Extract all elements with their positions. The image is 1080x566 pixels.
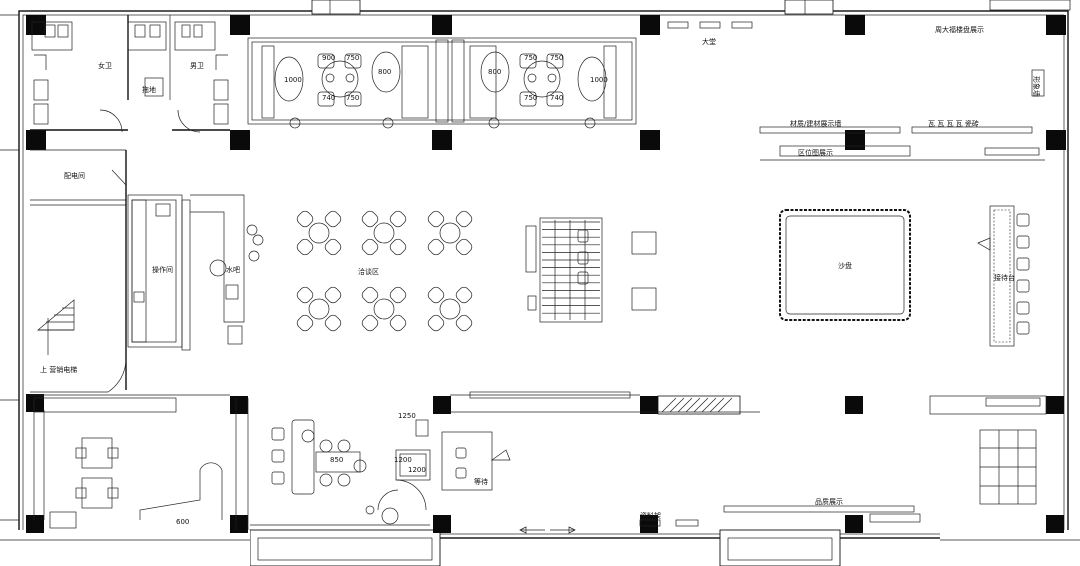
chair: [361, 238, 379, 256]
table-set-2: [361, 210, 407, 256]
dim-1200-a: 1200: [394, 456, 412, 464]
label-sales-model: 沙盘: [838, 261, 852, 270]
chair: [455, 314, 473, 332]
dim-740-a: 740: [322, 94, 335, 102]
left-rooms: [30, 149, 127, 393]
work-room: [127, 194, 264, 351]
label-stairs: 上 营销电梯: [40, 365, 77, 374]
label-bar: 水吧: [226, 265, 240, 274]
sign-area: [235, 398, 431, 530]
dim-1200-b: 1200: [408, 466, 426, 474]
chair: [427, 210, 445, 228]
dim-850: 850: [330, 456, 343, 464]
chair: [324, 286, 342, 304]
chair: [296, 286, 314, 304]
label-material-row: 瓦 瓦 瓦 瓦 瓷砖: [928, 119, 979, 128]
waiting-area: [441, 429, 1037, 534]
label-shelf: 区位图展示: [798, 148, 833, 157]
table-set-6: [427, 286, 473, 332]
label-dining-area: 洽谈区: [358, 267, 379, 276]
chair: [361, 286, 379, 304]
chair: [296, 238, 314, 256]
dimension-labels: 900 750 800 1000 740 750 800 750 750 100…: [176, 54, 608, 526]
outer-walls: [0, 10, 1069, 539]
chair: [389, 210, 407, 228]
label-bottom-display: 品质展示: [815, 497, 843, 506]
label-janitor: 拖地: [142, 85, 156, 94]
top-openings: [311, 0, 1071, 15]
label-male-wc: 男卫: [190, 62, 204, 70]
dim-1000-a: 1000: [284, 76, 302, 84]
round-table: [373, 298, 395, 320]
chair: [455, 238, 473, 256]
room-labels: 洽谈区 沙盘 接待台 大堂 周大福楼盘展示 材质/建材展示墙 瓦 瓦 瓦 瓦 瓷…: [40, 25, 1041, 520]
chair: [455, 286, 473, 304]
table-set-4: [296, 286, 342, 332]
label-reception: 接待台: [994, 273, 1015, 282]
label-waiting: 等待: [474, 477, 488, 486]
round-table: [308, 222, 330, 244]
label-power-room: 配电间: [64, 171, 85, 180]
dim-1250: 1250: [398, 412, 416, 420]
chair: [361, 210, 379, 228]
chair: [296, 210, 314, 228]
round-table: [308, 298, 330, 320]
label-material-wall: 材质/建材展示墙: [790, 119, 841, 128]
chair: [389, 314, 407, 332]
chair: [324, 210, 342, 228]
bottom-left-office: [33, 400, 223, 529]
chair: [427, 314, 445, 332]
chair: [296, 314, 314, 332]
negotiation-tables: [296, 210, 473, 332]
chair: [427, 286, 445, 304]
reception-desk: [977, 205, 1030, 347]
sales-model: [779, 209, 911, 321]
chair: [324, 314, 342, 332]
dim-600: 600: [176, 518, 189, 526]
dim-750-e: 750: [550, 54, 563, 62]
meeting-room: [247, 37, 637, 129]
dim-750-b: 750: [346, 94, 359, 102]
label-side-tag: 形象墙: [1032, 76, 1041, 97]
chair: [427, 238, 445, 256]
round-table: [439, 298, 461, 320]
label-work-room: 操作间: [152, 265, 173, 274]
dim-750-a: 750: [346, 54, 359, 62]
label-lounge: 大堂: [702, 37, 716, 46]
round-table: [439, 222, 461, 244]
bottom-openings: [0, 529, 1080, 566]
chair: [324, 238, 342, 256]
restroom-block: [30, 15, 230, 133]
chair: [361, 314, 379, 332]
display-racks: [525, 217, 657, 323]
chair: [389, 286, 407, 304]
table-set-3: [427, 210, 473, 256]
dim-1000-b: 1000: [590, 76, 608, 84]
chair: [455, 210, 473, 228]
structural-columns: [26, 15, 1066, 533]
table-set-5: [361, 286, 407, 332]
dim-800-a: 800: [378, 68, 391, 76]
dim-900: 900: [322, 54, 335, 62]
chair: [389, 238, 407, 256]
round-table: [373, 222, 395, 244]
table-set-1: [296, 210, 342, 256]
middle-partition: [30, 391, 1047, 415]
label-display-top-right: 周大福楼盘展示: [935, 25, 984, 34]
dim-800-b: 800: [488, 68, 501, 76]
display-wall-top-right: [667, 21, 1045, 161]
label-female-wc: 女卫: [98, 61, 112, 70]
dim-750-d: 750: [524, 94, 537, 102]
label-materials: 资料架: [640, 511, 661, 520]
dim-740-b: 740: [550, 94, 563, 102]
dim-750-c: 750: [524, 54, 537, 62]
